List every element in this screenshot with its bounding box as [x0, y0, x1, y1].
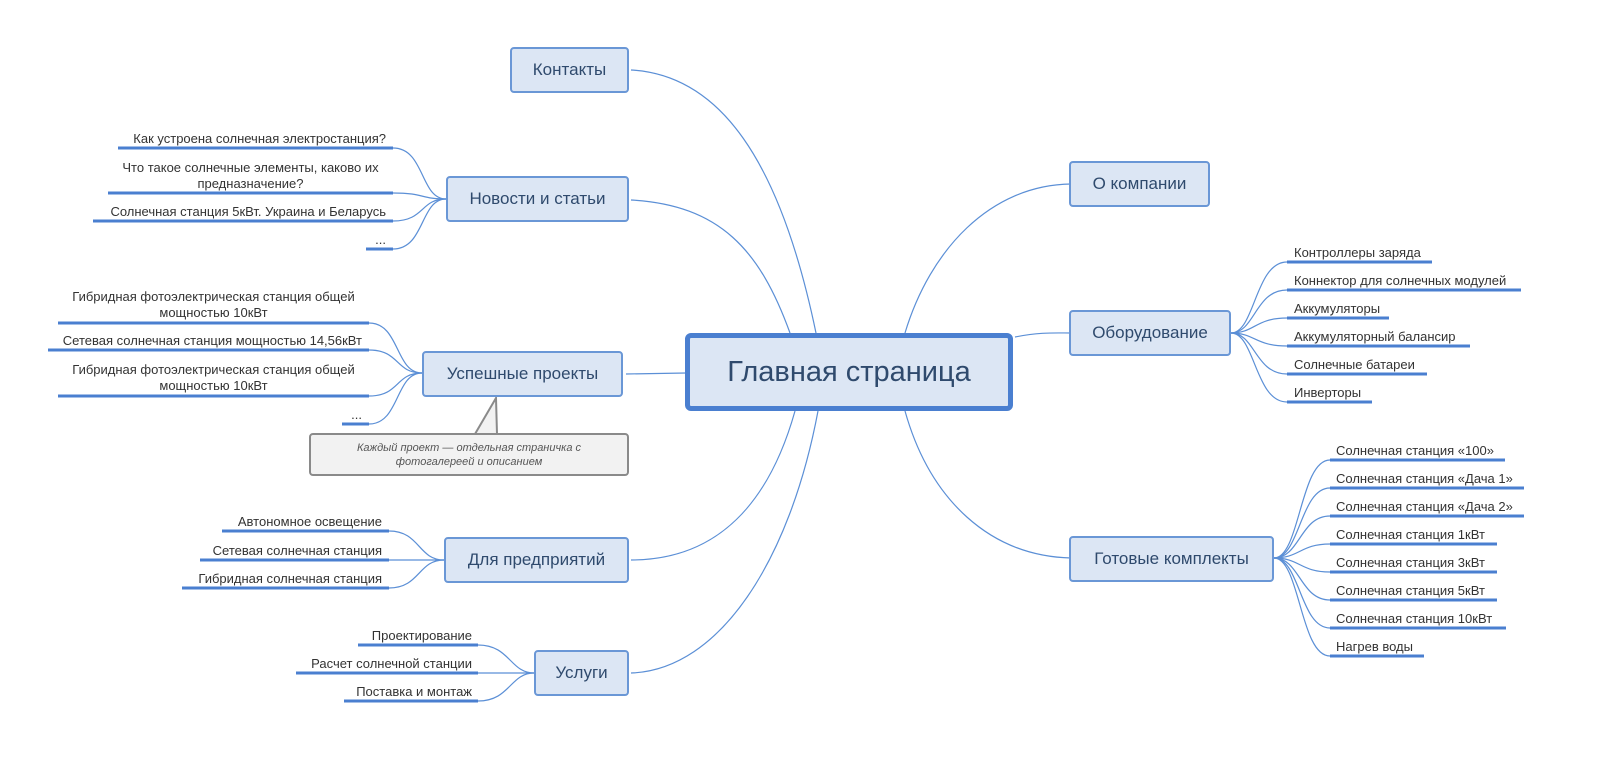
- service-item[interactable]: Расчет солнечной станции: [311, 656, 472, 671]
- news-item[interactable]: Солнечная станция 5кВт. Украина и Белару…: [110, 204, 386, 219]
- kit-item[interactable]: Солнечная станция 1кВт: [1336, 527, 1485, 542]
- project-item[interactable]: ...: [351, 407, 362, 422]
- news-item[interactable]: ...: [375, 232, 386, 247]
- kit-item[interactable]: Солнечная станция «Дача 2»: [1336, 499, 1513, 514]
- kit-item[interactable]: Солнечная станция «100»: [1336, 443, 1494, 458]
- kit-item[interactable]: Солнечная станция «Дача 1»: [1336, 471, 1513, 486]
- business-item[interactable]: Автономное освещение: [237, 514, 382, 529]
- news-item[interactable]: Что такое солнечные элементы, каково их …: [122, 160, 379, 191]
- branch-services[interactable]: Услуги: [534, 650, 629, 696]
- project-item[interactable]: Сетевая солнечная станция мощностью 14,5…: [62, 333, 362, 348]
- kit-item[interactable]: Нагрев воды: [1336, 639, 1413, 654]
- branch-news[interactable]: Новости и статьи: [446, 176, 629, 222]
- equipment-item[interactable]: Коннектор для солнечных модулей: [1294, 273, 1507, 288]
- kit-item[interactable]: Солнечная станция 5кВт: [1336, 583, 1485, 598]
- equipment-item[interactable]: Солнечные батареи: [1294, 357, 1415, 372]
- branch-about[interactable]: О компании: [1069, 161, 1210, 207]
- branch-kits[interactable]: Готовые комплекты: [1069, 536, 1274, 582]
- branch-contacts[interactable]: Контакты: [510, 47, 629, 93]
- branch-equipment[interactable]: Оборудование: [1069, 310, 1231, 356]
- equipment-item[interactable]: Аккумуляторный балансир: [1294, 329, 1456, 344]
- business-item[interactable]: Сетевая солнечная станция: [212, 543, 382, 558]
- project-callout[interactable]: Каждый проект — отдельная страничка с фо…: [309, 433, 629, 476]
- service-item[interactable]: Проектирование: [371, 628, 472, 643]
- kit-item[interactable]: Солнечная станция 3кВт: [1336, 555, 1485, 570]
- branch-projects[interactable]: Успешные проекты: [422, 351, 623, 397]
- service-item[interactable]: Поставка и монтаж: [356, 684, 472, 699]
- business-item[interactable]: Гибридная солнечная станция: [198, 571, 382, 586]
- project-item[interactable]: Гибридная фотоэлектрическая станция обще…: [72, 289, 355, 320]
- kit-item[interactable]: Солнечная станция 10кВт: [1336, 611, 1493, 626]
- central-node[interactable]: Главная страница: [685, 333, 1013, 411]
- news-item[interactable]: Как устроена солнечная электростанция?: [133, 131, 386, 146]
- equipment-item[interactable]: Инверторы: [1294, 385, 1362, 400]
- project-item[interactable]: Гибридная фотоэлектрическая станция обще…: [72, 362, 355, 393]
- equipment-item[interactable]: Аккумуляторы: [1294, 301, 1381, 316]
- equipment-item[interactable]: Контроллеры заряда: [1294, 245, 1421, 260]
- branch-business[interactable]: Для предприятий: [444, 537, 629, 583]
